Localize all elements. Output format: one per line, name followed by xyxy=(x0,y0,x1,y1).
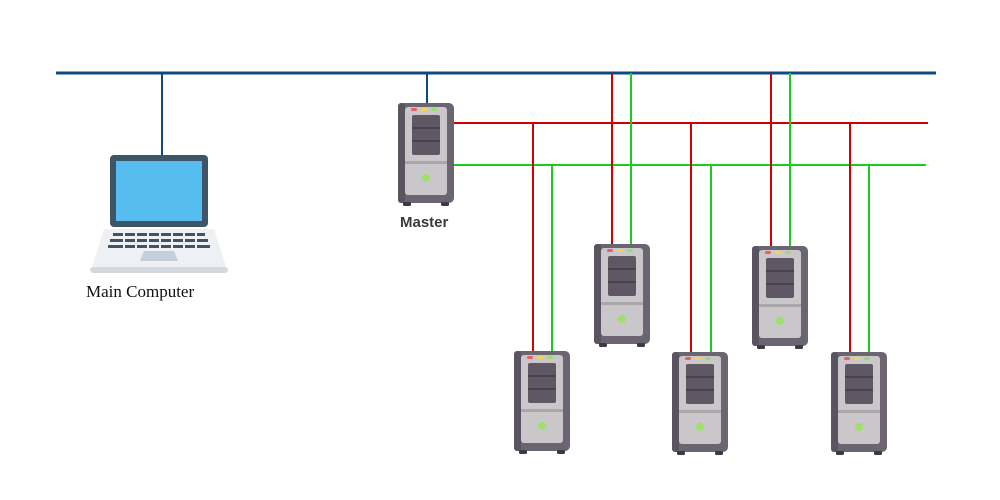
slave-server-icon-1[interactable] xyxy=(514,351,570,454)
slave-server-icon-3[interactable] xyxy=(672,352,728,455)
master-label: Master xyxy=(400,214,449,231)
slave-1-links xyxy=(532,123,553,353)
master-server-icon[interactable] xyxy=(398,103,454,206)
slave-2-links xyxy=(611,73,632,246)
main-computer-label: Main Computer xyxy=(86,282,194,301)
slave-4-links xyxy=(770,73,791,248)
slave-server-icon-5[interactable] xyxy=(831,352,887,455)
slave-server-icon-2[interactable] xyxy=(594,244,650,347)
slave-3-links xyxy=(690,123,712,354)
main-computer-laptop-icon[interactable] xyxy=(90,155,228,273)
slave-server-icon-4[interactable] xyxy=(752,246,808,349)
slave-5-links xyxy=(849,123,870,354)
